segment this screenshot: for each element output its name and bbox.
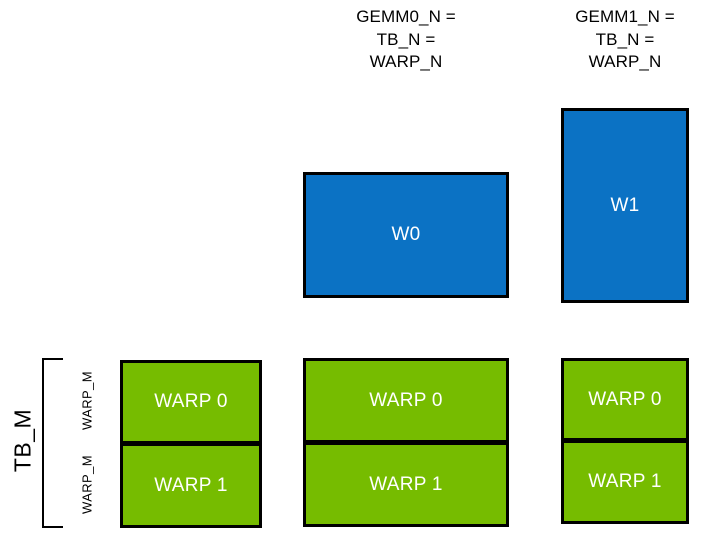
green-tile-c-warp0: WARP 0 (561, 358, 689, 441)
tb-m-bracket (42, 358, 63, 528)
blue-tile-w0: W0 (303, 172, 509, 298)
green-tile-b-warp1: WARP 1 (303, 442, 509, 527)
green-tile-a-warp1: WARP 1 (120, 443, 262, 528)
caption-gemm1: GEMM1_N = TB_N = WARP_N (575, 7, 675, 72)
blue-tile-w1: W1 (561, 108, 689, 303)
caption-gemm0: GEMM0_N = TB_N = WARP_N (356, 7, 456, 72)
green-tile-a-warp0: WARP 0 (120, 360, 262, 444)
label-tb-m: TB_M (9, 408, 36, 473)
green-tile-c-warp1: WARP 1 (561, 440, 689, 524)
label-warp-m-top: WARP_M (79, 371, 95, 430)
label-warp-m-bottom: WARP_M (79, 455, 95, 514)
green-tile-b-warp0: WARP 0 (303, 358, 509, 443)
